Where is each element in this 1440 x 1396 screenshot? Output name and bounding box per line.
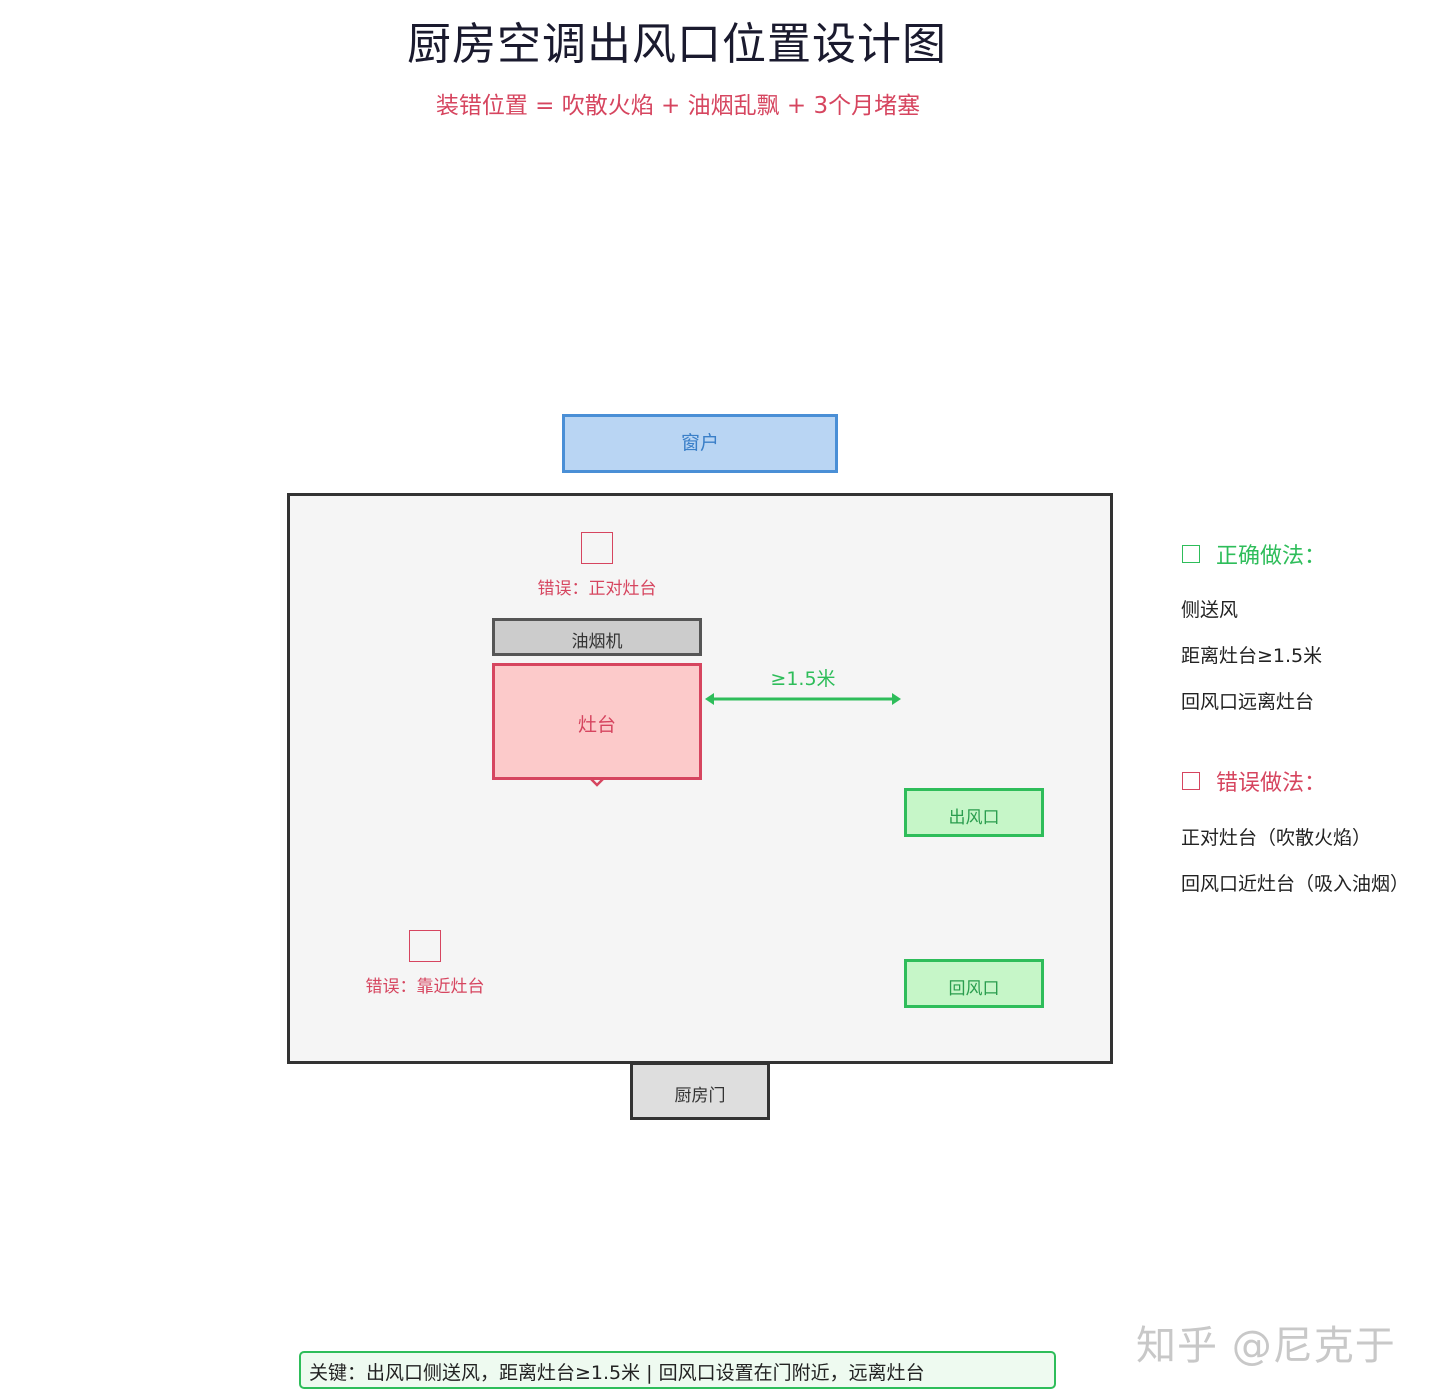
wrong-vent-label-top: 错误：正对灶台: [537, 579, 657, 599]
legend-correct-heading: 正确做法：: [1182, 538, 1326, 570]
legend-wrong-heading-text: 错误做法：: [1216, 771, 1327, 796]
airflow-mark-icon: [589, 777, 605, 787]
checkbox-icon: [1182, 545, 1200, 563]
kitchen-door: 厨房门: [630, 1062, 770, 1120]
stove: 灶台: [492, 663, 702, 780]
legend-correct-item: 距离灶台≥1.5米: [1181, 645, 1323, 667]
air-outlet: 出风口: [904, 788, 1044, 837]
watermark: 知乎 @尼克于: [1136, 1323, 1396, 1369]
legend-correct-item: 回风口远离灶台: [1181, 691, 1315, 713]
legend-correct-heading-text: 正确做法：: [1216, 544, 1327, 569]
legend-correct-item: 侧送风: [1181, 599, 1239, 621]
diagram-title: 厨房空调出风口位置设计图: [407, 19, 947, 70]
distance-label: ≥1.5米: [770, 668, 836, 690]
wrong-vent-marker-top: [581, 532, 613, 564]
checkbox-icon: [1182, 772, 1200, 790]
key-note-bar: 关键：出风口侧送风，距离灶台≥1.5米 | 回风口设置在门附近，远离灶台: [299, 1351, 1056, 1389]
diagram-subtitle: 装错位置 = 吹散火焰 + 油烟乱飘 + 3个月堵塞: [435, 93, 921, 119]
distance-arrow: [705, 693, 901, 705]
window: 窗户: [562, 414, 838, 473]
wrong-vent-label-bottom: 错误：靠近灶台: [365, 977, 485, 997]
legend-wrong-heading: 错误做法：: [1182, 765, 1326, 797]
wrong-vent-marker-bottom: [409, 930, 441, 962]
return-vent: 回风口: [904, 959, 1044, 1008]
legend-wrong-item: 回风口近灶台（吸入油烟）: [1181, 873, 1410, 895]
range-hood: 油烟机: [492, 618, 702, 656]
legend-wrong-item: 正对灶台（吹散火焰）: [1181, 827, 1372, 849]
